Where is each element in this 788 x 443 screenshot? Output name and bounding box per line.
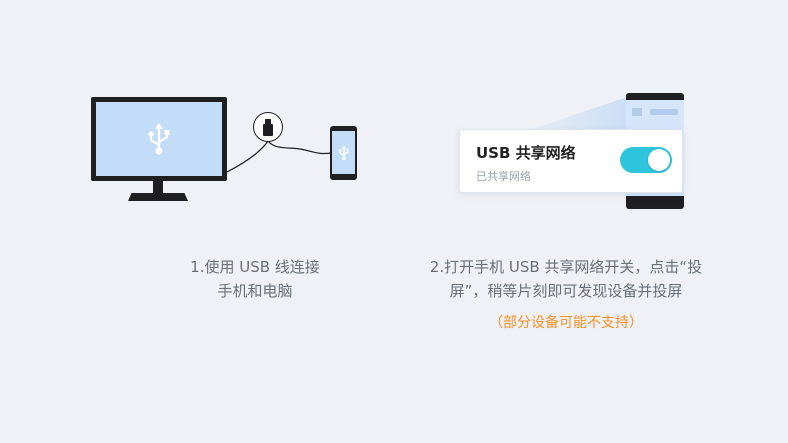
- step2-caption-line1: 2.打开手机 USB 共享网络开关，点击“投: [429, 258, 703, 276]
- usb-tethering-title: USB 共享网络: [476, 144, 576, 162]
- usb-tethering-status: 已共享网络: [476, 170, 531, 183]
- compatibility-note: （部分设备可能不支持）: [489, 315, 643, 331]
- chevron-down-icon: [632, 108, 642, 116]
- usb-tethering-toggle[interactable]: [620, 147, 672, 173]
- usb-tethering-card: USB 共享网络 已共享网络: [459, 129, 683, 193]
- usb-symbol-icon: [148, 123, 170, 155]
- phone-screen: [332, 131, 355, 174]
- step2-caption-line2: 屏”，稍等片刻即可发现设备并投屏: [449, 282, 683, 300]
- step1-caption-line1: 1.使用 USB 线连接: [190, 258, 320, 276]
- monitor-screen: [96, 102, 222, 176]
- step2-caption: 2.打开手机 USB 共享网络开关，点击“投 屏”，稍等片刻即可发现设备并投屏: [384, 255, 748, 303]
- step1-caption: 1.使用 USB 线连接 手机和电脑: [150, 255, 360, 303]
- monitor-stand-base: [128, 193, 188, 201]
- usb-stick-icon: [253, 112, 283, 142]
- monitor-stand-neck: [153, 181, 163, 193]
- monitor-icon: [91, 97, 227, 181]
- phone-ui-placeholder: [632, 108, 678, 116]
- step1-caption-line2: 手机和电脑: [217, 282, 293, 300]
- usb-symbol-icon: [338, 145, 349, 160]
- phone-icon: [330, 126, 357, 180]
- toggle-knob: [648, 149, 670, 171]
